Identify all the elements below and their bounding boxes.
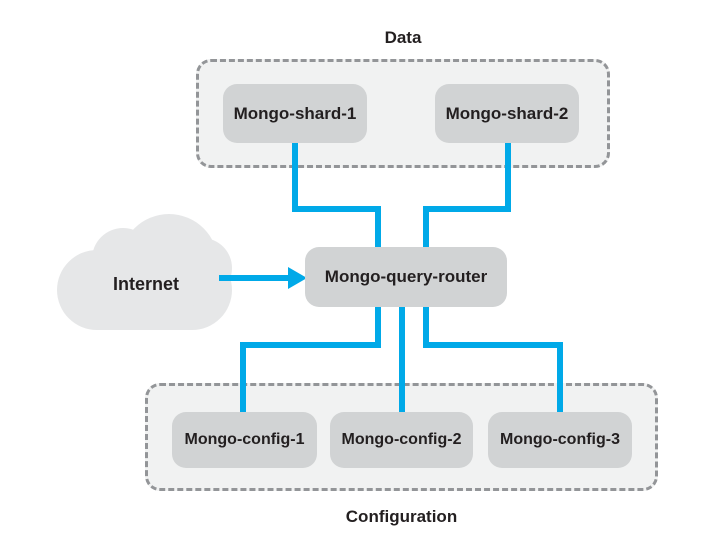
internet-label: Internet <box>112 274 179 294</box>
connector-shard1-router <box>292 143 298 212</box>
connector-shard1-router <box>375 206 381 247</box>
node-mongo-shard-1: Mongo-shard-1 <box>223 84 367 143</box>
node-label: Mongo-config-3 <box>500 431 620 448</box>
connector-shard1-router <box>292 206 381 212</box>
connector-shard2-router <box>505 143 511 212</box>
internet-to-router-arrow-shaft <box>219 275 291 281</box>
node-mongo-shard-2: Mongo-shard-2 <box>435 84 579 143</box>
connector-router-config3 <box>423 307 429 348</box>
node-label: Mongo-query-router <box>324 267 488 286</box>
node-mongo-config-2: Mongo-config-2 <box>330 412 473 468</box>
node-mongo-query-router: Mongo-query-router <box>305 247 507 307</box>
connector-shard2-router <box>423 206 511 212</box>
connector-router-config1 <box>375 307 381 348</box>
data-group-label: Data <box>384 28 422 47</box>
connector-shard2-router <box>423 206 429 247</box>
internet-to-router-arrowhead-icon <box>288 267 307 289</box>
connector-router-config1 <box>240 342 381 348</box>
node-label: Mongo-shard-1 <box>233 103 357 123</box>
node-label: Mongo-shard-2 <box>445 103 569 123</box>
node-label: Mongo-config-1 <box>184 431 305 448</box>
internet-cloud-icon <box>172 238 232 298</box>
node-mongo-config-3: Mongo-config-3 <box>488 412 632 468</box>
connector-router-config3 <box>557 342 563 412</box>
configuration-group-label: Configuration <box>345 507 458 526</box>
connector-router-config2 <box>399 307 405 412</box>
connector-router-config3 <box>423 342 563 348</box>
node-label: Mongo-config-2 <box>341 431 462 448</box>
connector-router-config1 <box>240 342 246 412</box>
node-mongo-config-1: Mongo-config-1 <box>172 412 317 468</box>
